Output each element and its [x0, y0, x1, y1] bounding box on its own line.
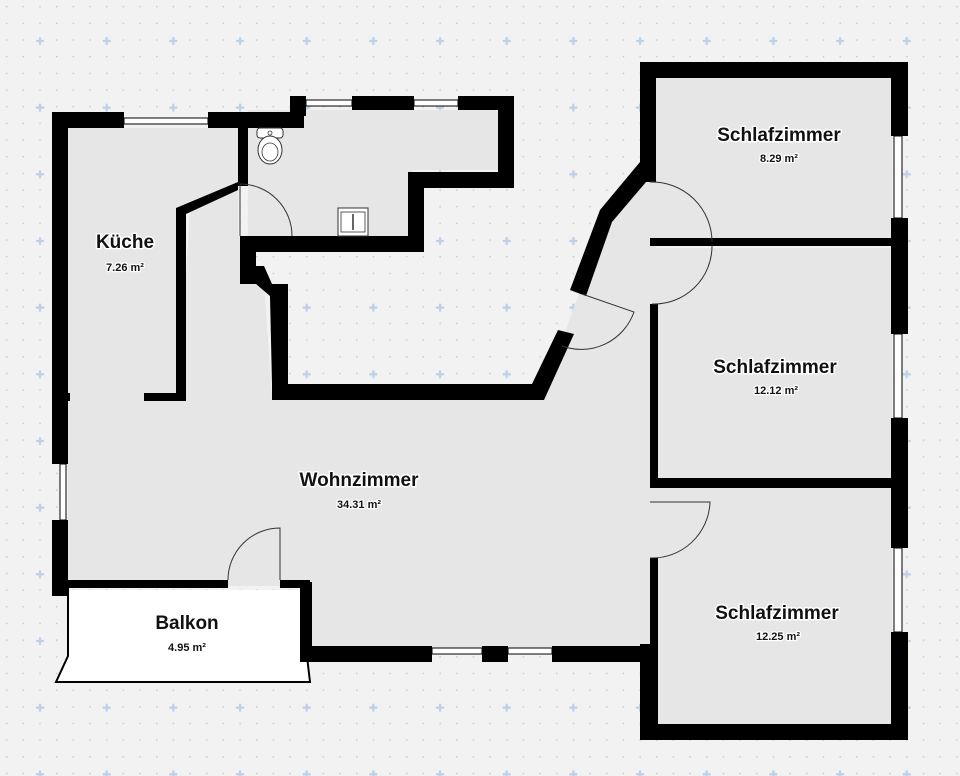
- door-schlafzimmer-3[interactable]: [649, 501, 711, 559]
- sink-icon: [337, 207, 369, 237]
- floor-schlafzimmer-3[interactable]: [656, 488, 892, 724]
- door-balkon[interactable]: [227, 527, 281, 581]
- doors: [227, 181, 713, 581]
- floor-schlafzimmer-1[interactable]: [656, 78, 892, 242]
- window-wohnzimmer-bottom-2: [507, 647, 553, 655]
- room-area: 7.26 m²: [106, 262, 144, 274]
- room-area: 4.95 m²: [168, 642, 206, 654]
- room-name: Wohnzimmer: [300, 470, 420, 491]
- room-name: Balkon: [155, 613, 218, 634]
- door-schlafzimmer-2[interactable]: [651, 245, 713, 305]
- room-name: Küche: [96, 232, 154, 253]
- window-schlafzimmer-2: [893, 333, 903, 419]
- room-schlafzimmer-1[interactable]: Schlafzimmer 8.29 m²: [716, 124, 843, 167]
- floor-kueche[interactable]: [68, 128, 238, 400]
- room-area: 12.25 m²: [756, 631, 800, 643]
- room-schlafzimmer-3[interactable]: Schlafzimmer 12.25 m²: [714, 602, 841, 645]
- window-bad-1: [305, 99, 353, 107]
- room-balkon[interactable]: Balkon 4.95 m²: [154, 612, 220, 656]
- window-wohnzimmer-left: [59, 463, 67, 521]
- room-schlafzimmer-2[interactable]: Schlafzimmer 12.12 m²: [712, 356, 839, 399]
- walls: [52, 62, 908, 740]
- door-corridor[interactable]: [561, 293, 635, 350]
- window-bad-2: [413, 99, 459, 107]
- floor-bad[interactable]: [248, 110, 498, 236]
- floor-balkon[interactable]: [56, 590, 310, 682]
- window-schlafzimmer-1: [893, 135, 903, 219]
- room-area: 34.31 m²: [337, 499, 381, 511]
- room-kueche[interactable]: Küche 7.26 m²: [94, 231, 155, 276]
- door-schlafzimmer-1[interactable]: [649, 181, 713, 243]
- window-schlafzimmer-3: [893, 547, 903, 633]
- windows: [59, 99, 903, 655]
- balkon-outline: [54, 588, 312, 683]
- window-kueche: [123, 117, 209, 125]
- floors: [56, 78, 892, 724]
- toilet-icon: [256, 127, 284, 165]
- room-name: Schlafzimmer: [713, 357, 837, 378]
- floor-wohnzimmer[interactable]: [68, 180, 656, 648]
- room-name: Schlafzimmer: [717, 125, 841, 146]
- room-name: Schlafzimmer: [715, 603, 839, 624]
- room-area: 12.12 m²: [754, 385, 798, 397]
- window-wohnzimmer-bottom-1: [431, 647, 483, 655]
- door-bad[interactable]: [239, 183, 293, 237]
- room-wohnzimmer[interactable]: Wohnzimmer 34.31 m²: [298, 469, 421, 513]
- room-area: 8.29 m²: [760, 153, 798, 165]
